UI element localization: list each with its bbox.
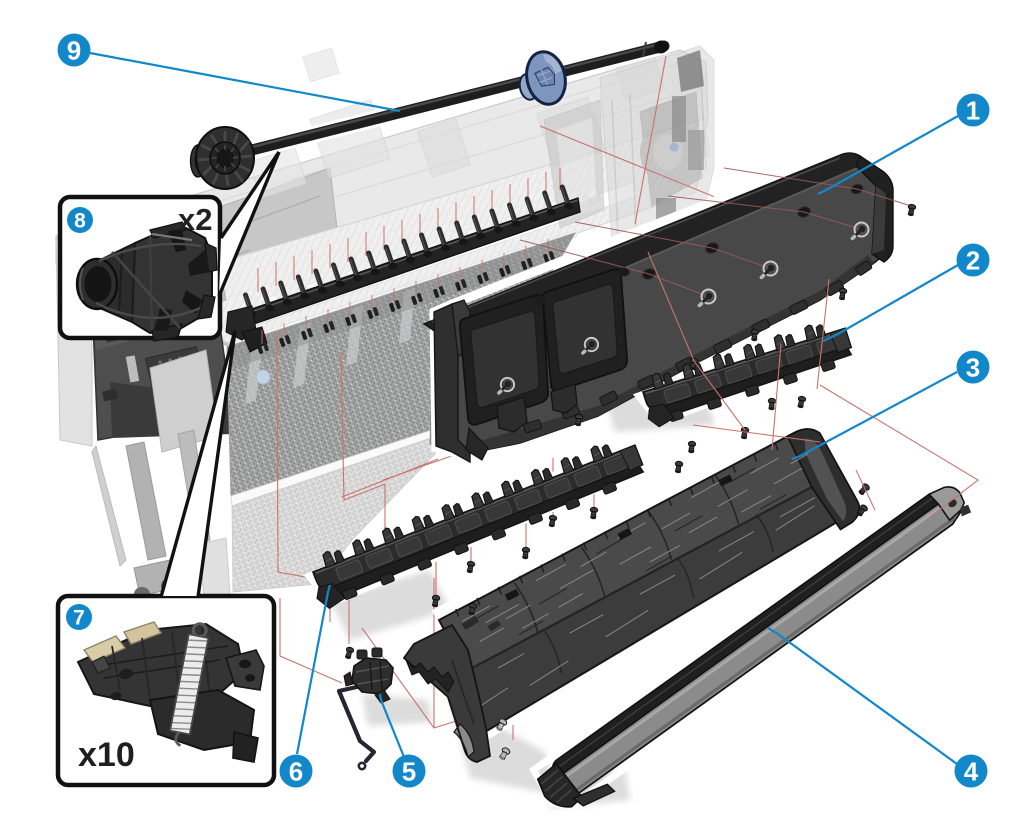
svg-text:2: 2 [966,246,980,276]
svg-text:4: 4 [964,757,979,787]
svg-text:3: 3 [966,353,980,383]
svg-text:x2: x2 [178,202,212,237]
svg-text:7: 7 [73,607,85,630]
svg-text:8: 8 [74,210,86,233]
svg-text:x10: x10 [78,736,135,774]
svg-text:6: 6 [289,757,303,787]
svg-text:9: 9 [67,36,81,66]
svg-text:5: 5 [402,757,416,787]
svg-text:1: 1 [966,96,980,126]
